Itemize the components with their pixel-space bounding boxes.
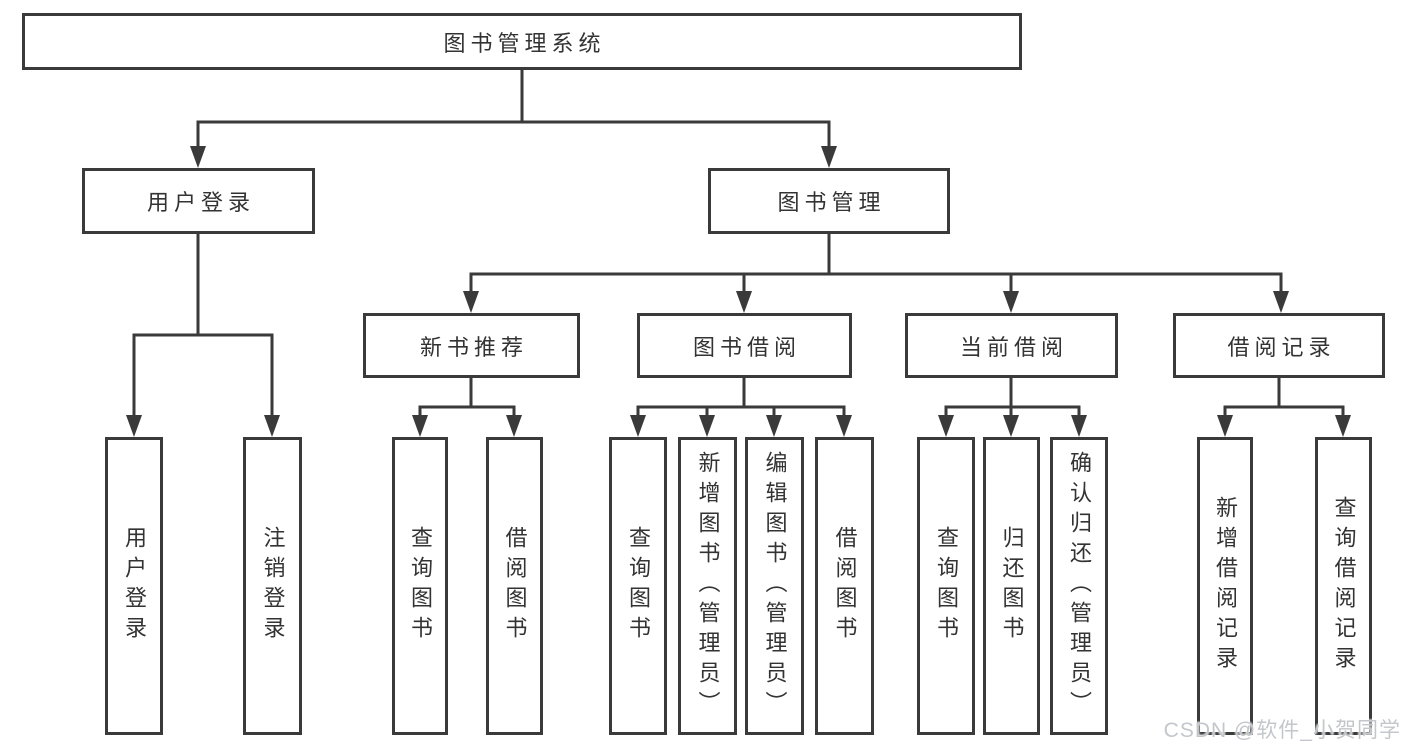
leaf-label: 借阅图书: [832, 526, 858, 646]
leaf-confirm-return-admin: 确认归还（管理员）: [1050, 437, 1108, 735]
leaf-label: 用户登录: [122, 526, 147, 646]
node-user-login: 用户登录: [82, 168, 315, 234]
leaf-label: 借阅图书: [502, 526, 528, 646]
leaf-query-book-newbook: 查询图书: [392, 437, 448, 735]
leaf-label: 确认归还（管理员）: [1067, 451, 1092, 721]
leaf-label: 查询借阅记录: [1331, 496, 1357, 676]
leaf-user-login: 用户登录: [105, 437, 163, 735]
leaf-add-borrow-record: 新增借阅记录: [1197, 437, 1253, 735]
leaf-label: 注销登录: [260, 526, 286, 646]
leaf-return-book: 归还图书: [983, 437, 1040, 735]
node-book-management: 图书管理: [708, 168, 950, 234]
node-borrow-record: 借阅记录: [1173, 313, 1385, 378]
leaf-label: 新增图书（管理员）: [695, 451, 721, 721]
leaf-logout: 注销登录: [243, 437, 302, 735]
leaf-query-borrow-record: 查询借阅记录: [1315, 437, 1372, 735]
leaf-edit-book-admin: 编辑图书（管理员）: [745, 437, 804, 735]
leaf-borrow-book: 借阅图书: [815, 437, 874, 735]
csdn-watermark: CSDN @软件_小贺同学: [1163, 719, 1401, 742]
leaf-borrow-book-newbook: 借阅图书: [486, 437, 543, 735]
leaf-add-book-admin: 新增图书（管理员）: [678, 437, 737, 735]
leaf-query-book-borrow: 查询图书: [609, 437, 667, 735]
node-current-borrow: 当前借阅: [905, 313, 1118, 378]
node-root-library-system: 图书管理系统: [22, 13, 1022, 70]
leaf-label: 查询图书: [934, 526, 959, 646]
leaf-label: 查询图书: [626, 526, 651, 646]
leaf-query-book-current: 查询图书: [917, 437, 975, 735]
node-book-borrow: 图书借阅: [637, 313, 852, 378]
arrowheads: [126, 146, 1351, 437]
leaf-label: 新增借阅记录: [1213, 496, 1238, 676]
node-new-book-recommend: 新书推荐: [363, 313, 580, 378]
leaf-label: 查询图书: [408, 526, 433, 646]
leaf-label: 编辑图书（管理员）: [762, 451, 788, 721]
leaf-label: 归还图书: [999, 526, 1025, 646]
